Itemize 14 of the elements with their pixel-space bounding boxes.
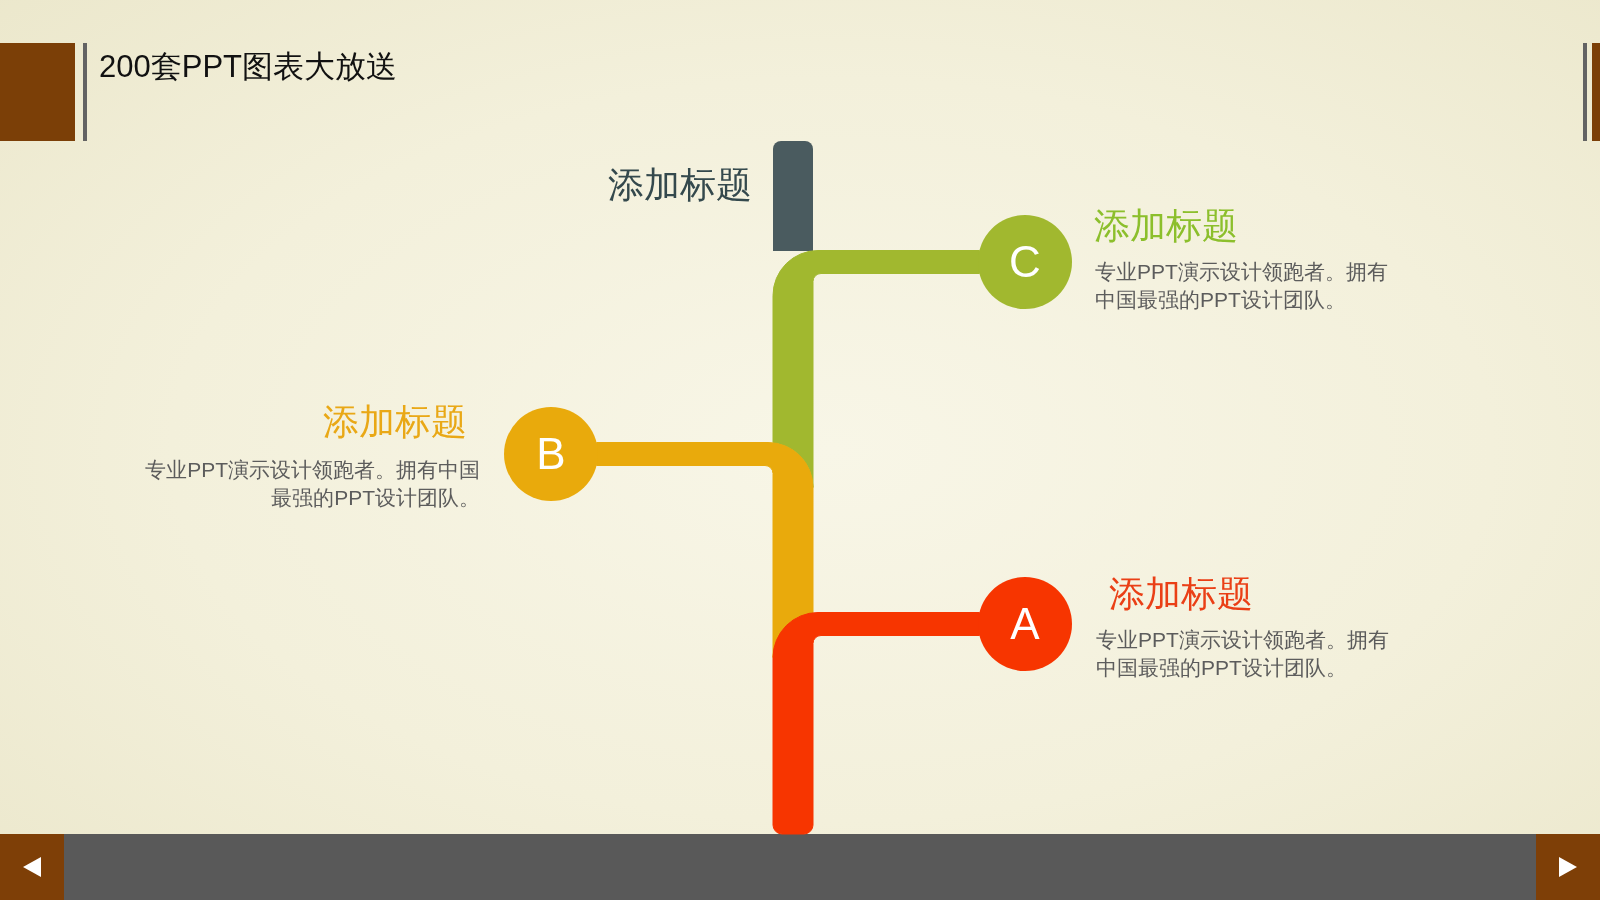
step-description: 专业PPT演示设计领跑者。拥有中国最强的PPT设计团队。	[144, 457, 480, 511]
step-description: 专业PPT演示设计领跑者。拥有中国最强的PPT设计团队。	[1096, 627, 1390, 681]
branch-line	[772, 612, 980, 835]
step-letter: B	[536, 432, 566, 476]
step-heading: 添加标题	[1094, 204, 1238, 248]
footer-bar	[64, 834, 1536, 900]
slide-title: 200套PPT图表大放送	[99, 48, 397, 85]
trunk-bar	[773, 141, 813, 251]
step-heading: 添加标题	[323, 400, 467, 444]
step-letter: A	[1010, 602, 1040, 646]
trunk-heading: 添加标题	[608, 163, 752, 207]
step-description: 专业PPT演示设计领跑者。拥有中国最强的PPT设计团队。	[1095, 259, 1389, 313]
step-letter: C	[1009, 240, 1041, 284]
step-heading: 添加标题	[1109, 572, 1253, 616]
